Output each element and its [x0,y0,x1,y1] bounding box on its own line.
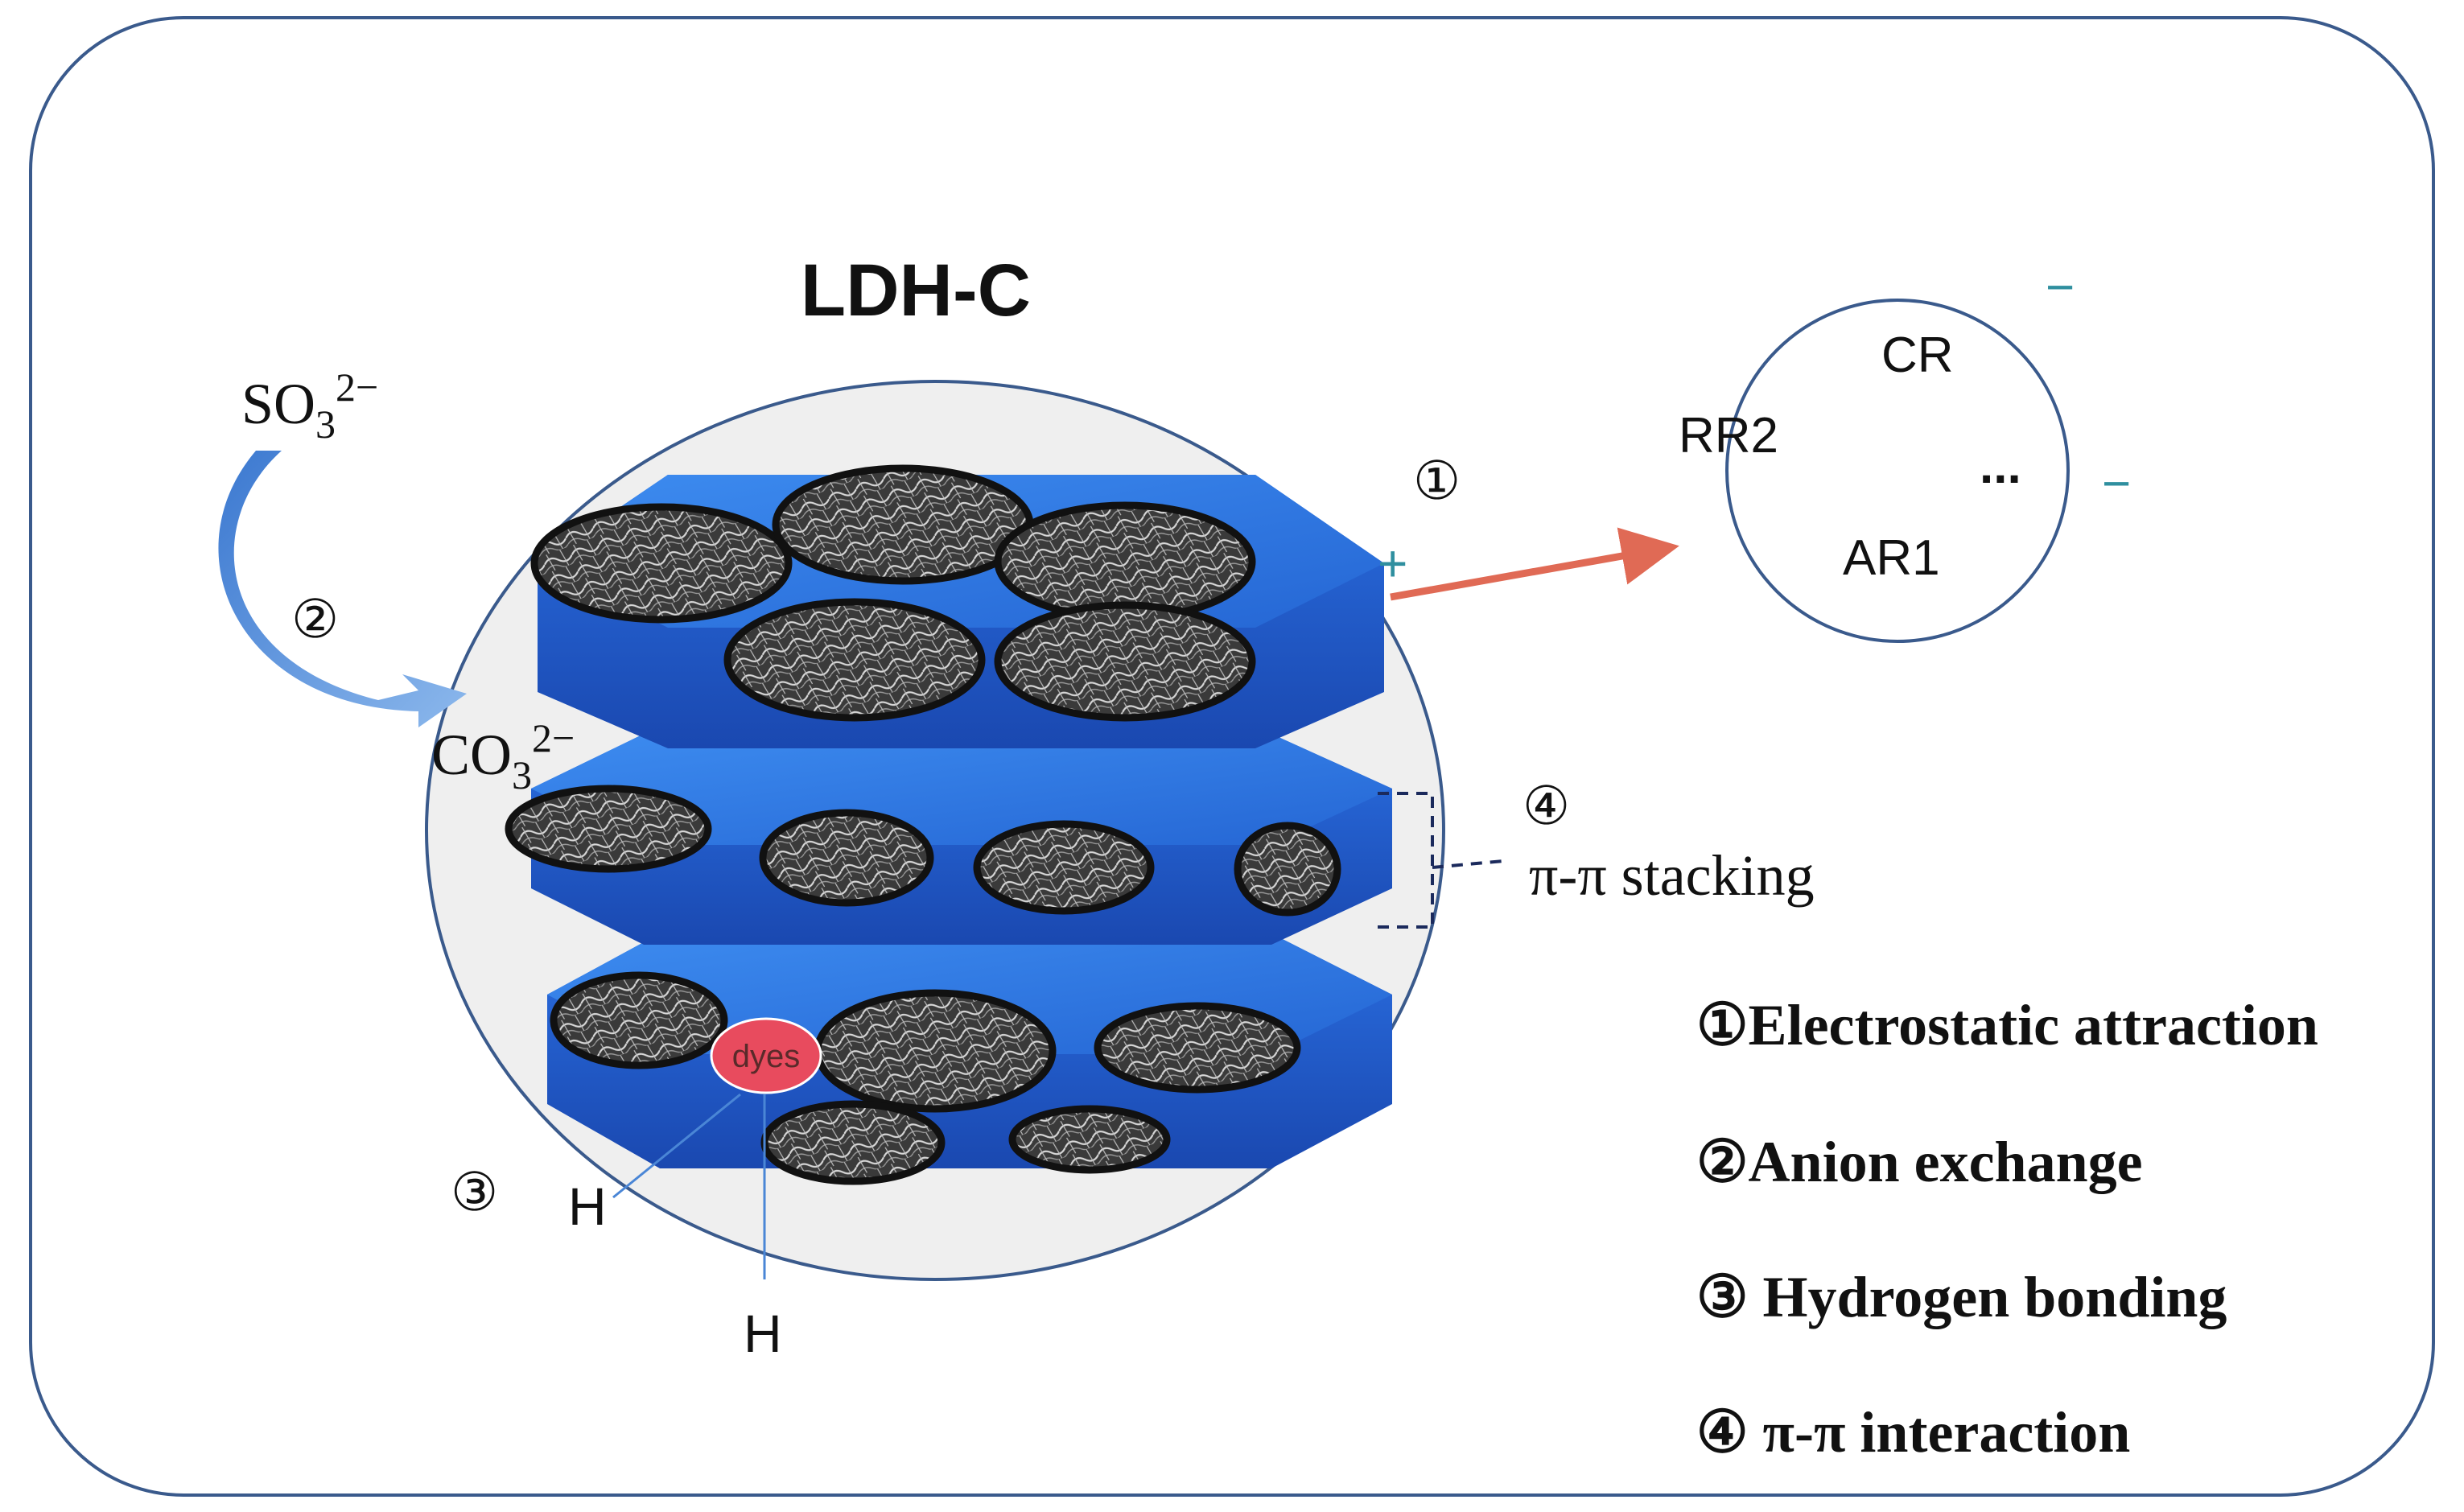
legend-item: ③ Hydrogen bonding [1696,1265,2227,1329]
negative-charge-right: − [2102,456,2131,512]
dye-ellipsis: ... [1980,439,2021,494]
legend-item: ①Electrostatic attraction [1696,993,2318,1057]
particle [994,501,1256,622]
pi-stacking-label: π-π stacking [1529,843,1815,908]
legend: ①Electrostatic attraction ②Anion exchang… [1696,993,2318,1465]
particle [973,820,1155,915]
marker-four: ④ [1522,777,1570,836]
particle [723,598,986,722]
hydrogen-label-left: H [568,1176,607,1236]
particle [550,971,728,1069]
legend-item: ④ π-π interaction [1696,1400,2130,1465]
hydrogen-label-bottom: H [744,1304,782,1363]
particle [1234,822,1341,917]
dye-cr: CR [1881,328,1954,383]
carbonate-ion-label: CO32− [431,715,575,797]
negative-charge-top: − [2046,260,2075,315]
ldh-layer-middle [531,734,1392,945]
pi-stacking-leader [1432,859,1504,869]
positive-charge: + [1378,534,1407,592]
pi-stacking-bracket [1378,792,1434,929]
particle [1094,1002,1301,1094]
electrostatic-arrow [1390,527,1679,601]
marker-three: ③ [451,1164,498,1222]
particle [759,809,934,907]
particle [772,464,1034,585]
carbon-particles [505,464,1341,1185]
particle [1008,1105,1171,1174]
hydrogen-bond-line-left [612,1093,741,1199]
anionic-dye-circle [1725,299,2070,643]
particle [994,601,1256,722]
anion-exchange-arrow [218,451,467,727]
particle [760,1100,946,1185]
marker-two: ② [291,591,339,649]
dyes-label: dyes [732,1039,801,1074]
diagram-title: LDH-C [801,249,1031,332]
dye-ar1: AR1 [1843,530,1940,586]
particle [505,785,712,873]
legend-item: ②Anion exchange [1696,1130,2143,1194]
particle [530,503,793,624]
particle [814,989,1057,1113]
marker-one: ① [1413,452,1461,511]
dye-rr2: RR2 [1679,408,1778,463]
sulfite-ion-label: SO32− [241,365,378,447]
dyes-blob [710,1017,822,1094]
